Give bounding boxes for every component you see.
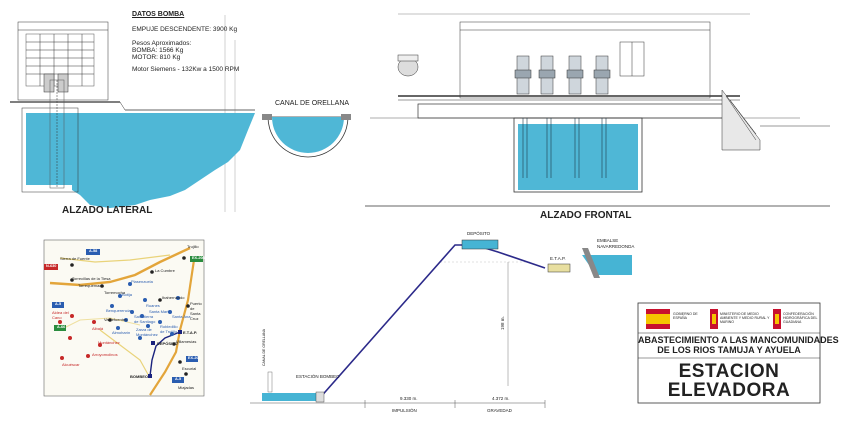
logo-confederacion: CONFEDERACIÓN HIDROGRÁFICA DEL GUADIANA (783, 312, 818, 324)
frontal-pumps (514, 55, 611, 95)
road-a5: A-5 (55, 302, 62, 306)
title-elevadora: ELEVADORA (667, 380, 791, 401)
profile-embalse: EMBALSE NAVARREDONDA (597, 238, 635, 249)
road-n630: N-630 (46, 264, 57, 268)
map-place-santa-ana: Santa Ana (172, 314, 191, 319)
road-a5-b: A-5 (175, 377, 182, 381)
map-place-torremocha: Torremocha (104, 290, 126, 295)
map-place-puerto: Puerto de Santa Cruz (190, 301, 202, 321)
motor-model: Motor Siemens - 132Kw a 1500 RPM (132, 66, 240, 73)
profile-impulsion-label: IMPULSIÓN (392, 408, 417, 413)
project-line-2: DE LOS RIOS TAMUJA Y AYUELA (657, 345, 801, 355)
map-place-ruanes: Ruanes (146, 303, 160, 308)
map-place-plasenzuela: Plasenzuela (131, 279, 153, 284)
map-place-albala: Albalá (92, 326, 104, 331)
profile-dist-gravedad: 4.372 m. (492, 396, 510, 401)
motor-weight: MOTOR: 810 Kg (132, 54, 181, 61)
map-place-miajadas: Miajadas (178, 385, 195, 390)
pesos-title: Pesos Aproximados: (132, 40, 192, 47)
profile-dist-impulsion: 9.330 m. (400, 396, 418, 401)
map-place-almoharin: Almoharín (112, 330, 131, 335)
map-place-deposito: DEPÓSITO (157, 341, 178, 346)
lateral-elevation (10, 15, 255, 212)
map-place-aldea: Aldea del Cano (52, 310, 69, 320)
lateral-motor-1 (43, 73, 55, 93)
lateral-wet-well (26, 113, 72, 185)
profile-gravedad-label: GRAVEDAD (487, 408, 512, 413)
map-place-cumbre: La Cumbre (155, 268, 175, 273)
title-estacion: ESTACION (678, 361, 780, 382)
map-place-botija: Botija (122, 292, 133, 297)
road-a58: A-58 (89, 249, 98, 253)
lateral-motor-2 (57, 73, 69, 93)
map-place-santa-marta: Santa Marta (149, 309, 171, 314)
map-place-trujillo: Trujillo (187, 244, 199, 249)
road-ex208: EX-208 (192, 256, 205, 260)
map-place-alcuescar: Alcuéscar (62, 362, 80, 367)
map-place-torrecillas: Torrecillas de la Tiesa (72, 276, 111, 281)
map-place-villamesias: Villamesías (176, 339, 197, 344)
profile-height: 198 m. (500, 316, 505, 330)
frontal-intake (721, 89, 830, 151)
empuje-text: EMPUJE DESCENDENTE: 3900 Kg (132, 26, 238, 33)
frontal-wet-well-water (518, 124, 638, 190)
location-map (43, 239, 205, 397)
map-place-arroyomolinos: Arroyomolinos (92, 352, 118, 357)
map-place-robledillo: Robledillo de Trujillo (160, 324, 178, 334)
canal-section (262, 114, 351, 158)
map-place-etap: E.T.A.P. (183, 330, 198, 335)
map-place-montanchez: Montánchez (98, 340, 120, 345)
lateral-building-frame (17, 21, 109, 101)
profile-etap: E.T.A.P. (550, 256, 566, 261)
map-place-sierra: Sierra de Fuente (60, 256, 90, 261)
alzado-frontal-title: ALZADO FRONTAL (540, 210, 632, 221)
road-a66: A-66 (57, 325, 66, 329)
logo-gobierno: GOBIERNO DE ESPAÑA (673, 312, 698, 320)
canal-label: CANAL DE ORELLANA (275, 100, 350, 107)
alzado-lateral-title: ALZADO LATERAL (62, 205, 153, 216)
map-place-valdefuentes: Valdefuentes (104, 317, 128, 322)
map-place-ibahernando: Ibahernando (162, 295, 185, 300)
profile-deposito: DEPÓSITO (467, 231, 491, 236)
map-place-escurial: Escurial (182, 366, 197, 371)
map-place-torrequemada: Torrequemada (78, 283, 104, 288)
road-ex206: EX-206 (188, 356, 201, 360)
profile-estacion: ESTACIÓN BOMBEO (296, 374, 340, 379)
map-place-benquerencia: Benquerencia (106, 308, 131, 313)
profile-canal: CANAL DE ORELLANA (262, 328, 266, 366)
pipeline-profile (250, 239, 632, 408)
map-place-salvatierra: Salvatierra de Santiago (134, 314, 156, 324)
lateral-reservoir-water (72, 113, 255, 208)
datos-bomba-title: DATOS BOMBA (132, 11, 185, 18)
title-block (637, 302, 821, 404)
logo-ministerio: MINISTERIO DE MEDIO AMBIENTE Y MEDIO RUR… (720, 312, 770, 324)
bomba-weight: BOMBA: 1566 Kg (132, 47, 184, 54)
frontal-building-frame (459, 21, 711, 99)
map-place-bombeo: BOMBEO (130, 374, 148, 379)
project-line-1: ABASTECIMIENTO A LAS MANCOMUNIDADES (638, 335, 839, 345)
map-place-zarza: Zarza de Montánchez (136, 327, 158, 337)
